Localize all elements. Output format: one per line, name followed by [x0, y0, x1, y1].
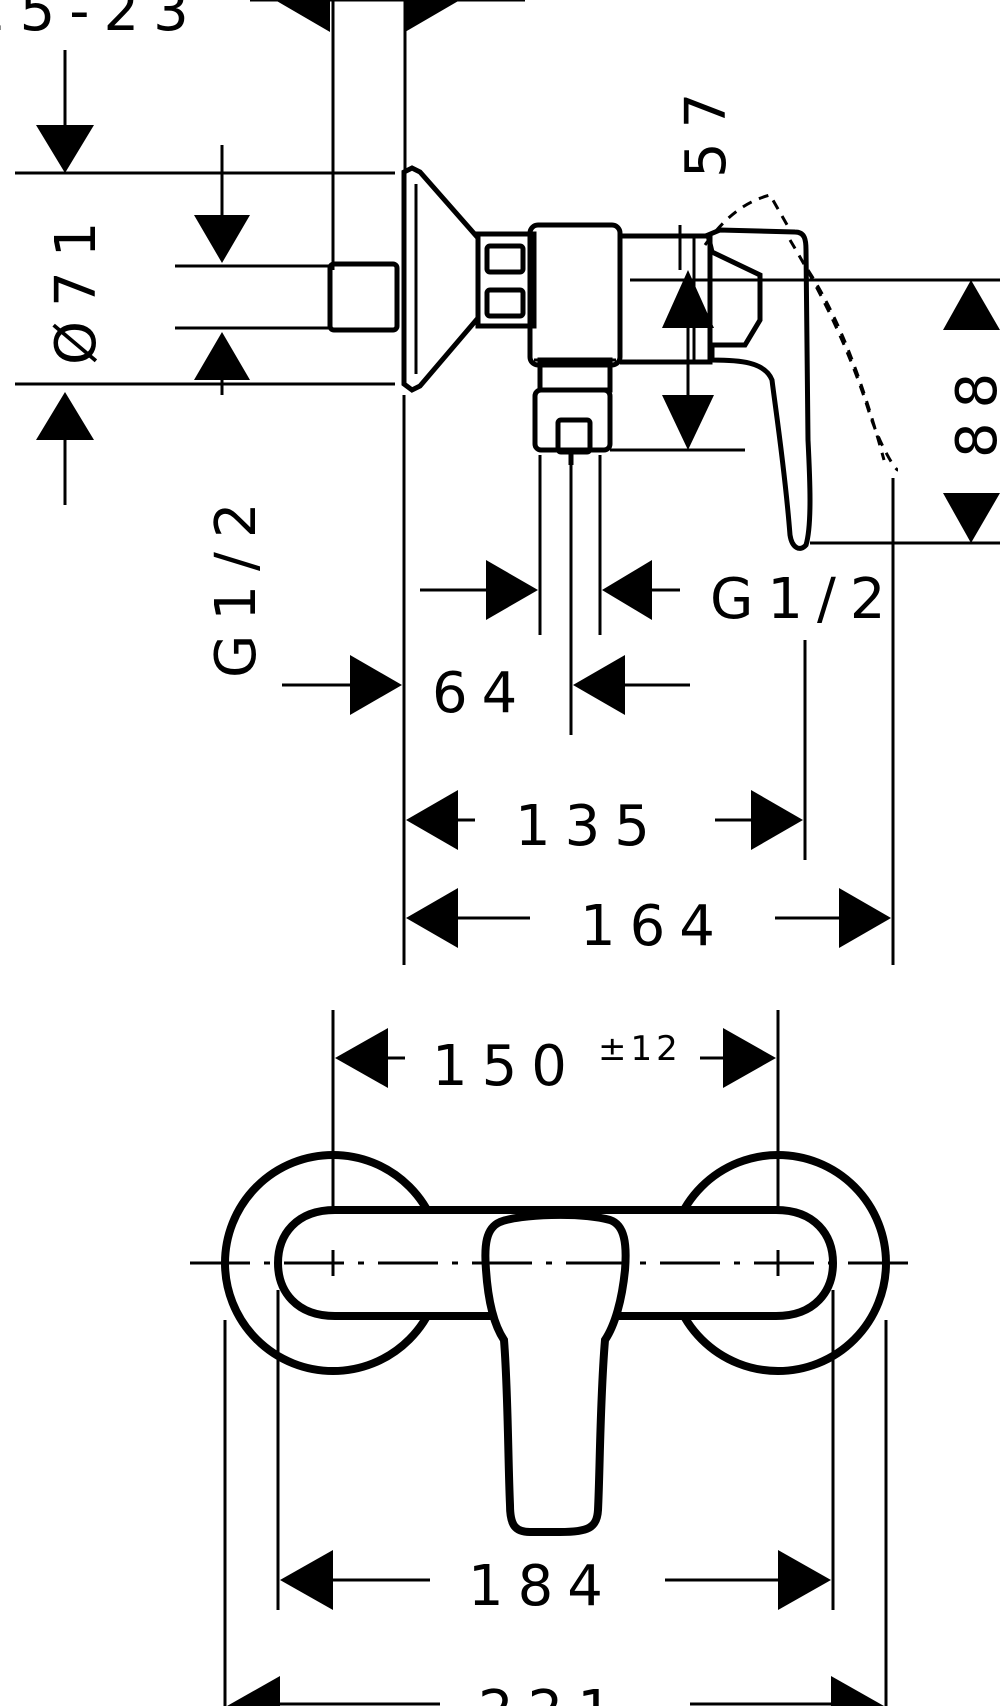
dim-width-164: 164	[580, 894, 729, 959]
dim-thread-left: G1/2	[204, 488, 269, 678]
dim-tolerance: ±12	[598, 1029, 682, 1069]
side-view: 15-23 Ø71 G1/2	[0, 0, 1000, 965]
dim-diameter: Ø71	[44, 208, 109, 365]
dim-centers-150: 150	[432, 1034, 581, 1099]
dim-width-184: 184	[468, 1554, 617, 1619]
front-view: 150 ±12 184 221	[190, 1010, 915, 1706]
dim-height-88: 88	[945, 359, 1000, 458]
dim-width-135: 135	[515, 794, 664, 859]
dim-top-cut: 15-23	[0, 0, 203, 44]
dim-height-57: 57	[674, 79, 739, 178]
dim-width-221: 221	[478, 1679, 627, 1706]
dim-width-64: 64	[432, 661, 531, 726]
dim-thread-right: G1/2	[710, 567, 900, 632]
